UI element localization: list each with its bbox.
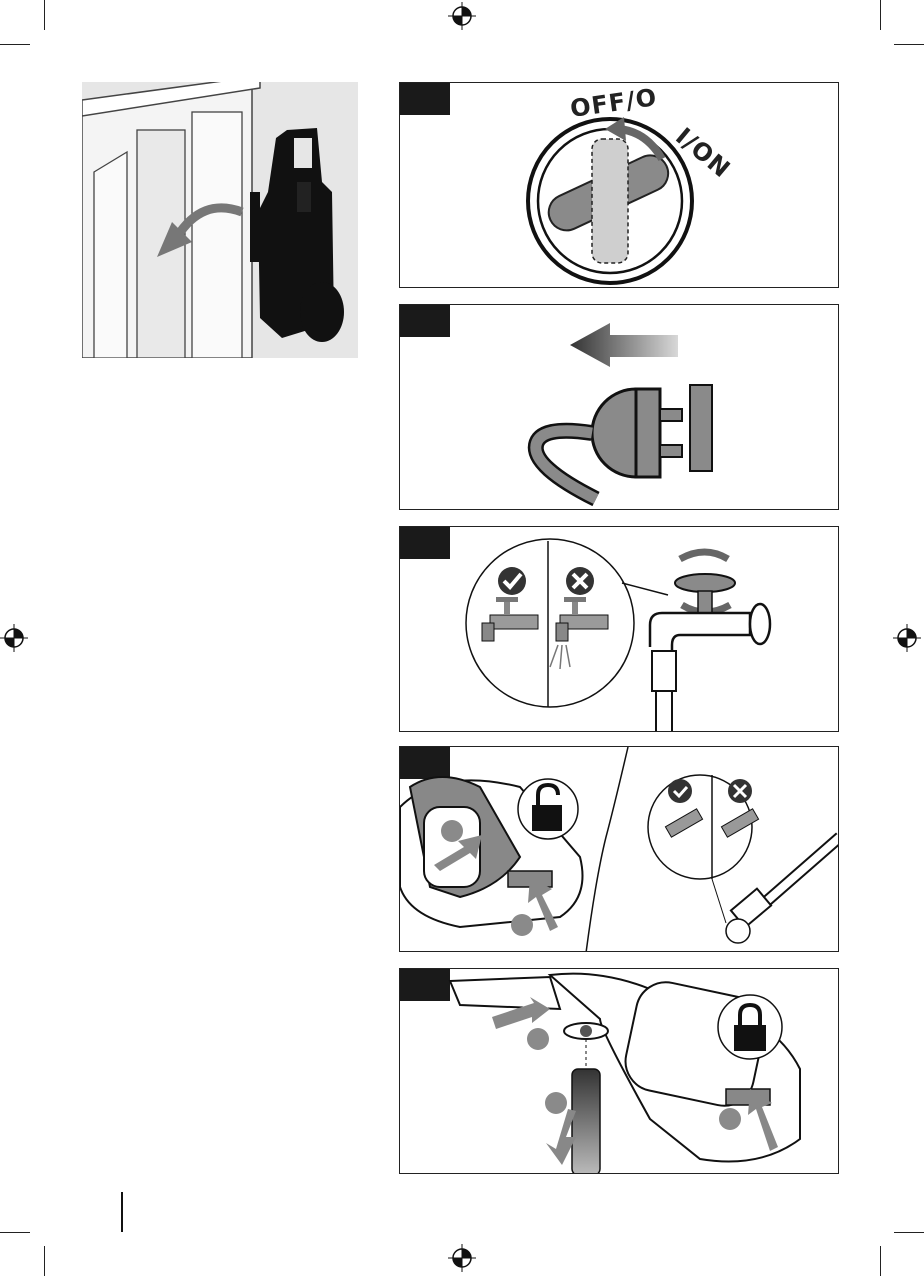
registration-mark-icon [448, 1244, 476, 1272]
crop-mark [0, 44, 30, 45]
step-close-tap-panel [399, 526, 839, 732]
unlock-icon [400, 747, 839, 952]
lock-icon [400, 969, 839, 1174]
check-icon [498, 567, 526, 595]
step-unplug-panel [399, 304, 839, 510]
check-icon [668, 779, 692, 803]
cross-icon [728, 779, 752, 803]
crop-mark [894, 1232, 924, 1233]
crop-mark [44, 1246, 45, 1276]
crop-mark [0, 1232, 30, 1233]
plug-unplug-icon [400, 305, 839, 510]
crop-mark [44, 0, 45, 30]
page-margin-line [121, 1192, 123, 1232]
registration-mark-icon [0, 624, 28, 652]
crop-mark [894, 44, 924, 45]
cross-icon [566, 567, 594, 595]
step-attach-lance-panel [399, 968, 839, 1174]
crop-mark [880, 0, 881, 30]
registration-mark-icon [448, 2, 476, 30]
registration-mark-icon [893, 624, 921, 652]
storage-illustration [82, 82, 358, 358]
step-switch-off-panel: OFF/O I/ON [399, 82, 839, 288]
water-tap-icon [400, 527, 839, 732]
crop-mark [880, 1246, 881, 1276]
cabinet-and-pressure-washer-icon [82, 82, 358, 358]
step-detach-hose-panel [399, 746, 839, 952]
